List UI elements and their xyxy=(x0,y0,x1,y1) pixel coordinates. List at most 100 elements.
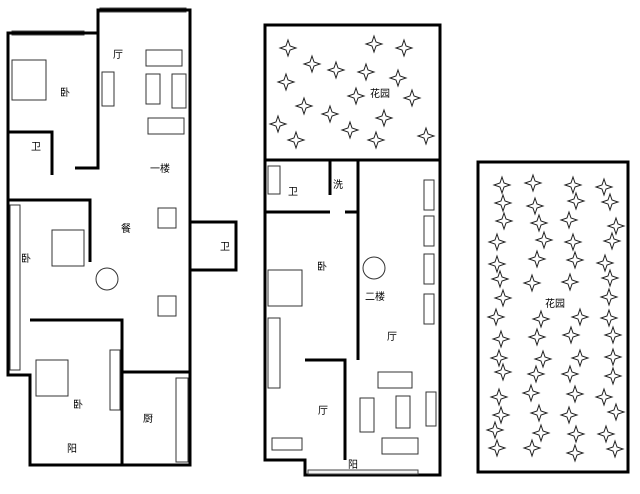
room-label-bedroom: 卧 xyxy=(60,86,70,99)
plant-icon xyxy=(563,232,583,252)
plant-icon xyxy=(485,420,505,440)
room-label-living: 厅 xyxy=(113,50,123,61)
plant-icon xyxy=(570,307,590,327)
plant-icon xyxy=(566,191,586,211)
desk xyxy=(423,215,435,247)
wall xyxy=(305,212,360,460)
coffee-table xyxy=(145,73,161,105)
plant-icon xyxy=(531,423,551,443)
room-label-bath: 卫 xyxy=(220,242,230,253)
plant-icon xyxy=(602,231,622,251)
room-label-garden: 花园 xyxy=(370,87,390,100)
sofa xyxy=(171,73,187,109)
plant-icon xyxy=(491,329,511,349)
sofa xyxy=(147,117,185,135)
wardrobe xyxy=(267,317,281,389)
sofa xyxy=(381,437,419,455)
plant-icon xyxy=(559,210,579,230)
room-label-wash: 洗 xyxy=(333,179,343,191)
room-label-balcony: 阳 xyxy=(348,459,358,471)
plant-icon xyxy=(388,68,408,88)
bed xyxy=(51,229,85,267)
garden-border xyxy=(476,160,630,474)
wall xyxy=(75,10,100,170)
plant-icon xyxy=(326,60,346,80)
plant-icon xyxy=(364,34,384,54)
coffee-table xyxy=(395,395,411,429)
plant-icon xyxy=(489,387,509,407)
dining-table xyxy=(157,295,177,317)
tv-cabinet xyxy=(101,71,115,107)
plant-icon xyxy=(416,126,436,146)
wall xyxy=(8,198,92,262)
plant-icon xyxy=(320,104,340,124)
plant-icon xyxy=(565,384,585,404)
plant-icon xyxy=(302,54,322,74)
kitchen-counter xyxy=(175,377,189,463)
plant-icon xyxy=(570,348,590,368)
plant-icon xyxy=(374,108,394,128)
plant-icon xyxy=(521,383,541,403)
plant-icon xyxy=(523,173,543,193)
dining-table xyxy=(157,207,177,229)
bed xyxy=(11,59,47,101)
plant-icon xyxy=(529,213,549,233)
plant-icon xyxy=(340,120,360,140)
sofa xyxy=(377,371,413,389)
floor-2-outer-wall xyxy=(263,160,442,477)
plant-icon xyxy=(394,38,414,58)
plant-icon xyxy=(490,269,510,289)
room-label-balcony: 阳 xyxy=(67,443,77,455)
plant-icon xyxy=(600,268,620,288)
plant-icon xyxy=(565,443,585,463)
garden-plot: 花园 xyxy=(476,160,630,474)
floor-title: 一楼 xyxy=(150,162,170,175)
plant-icon xyxy=(486,307,506,327)
room-label-bedroom: 卧 xyxy=(73,398,83,411)
plant-icon xyxy=(529,403,549,423)
plant-icon xyxy=(531,309,551,329)
room-label-bedroom: 卧 xyxy=(317,260,327,273)
floor-1-plan: 厅 卧 卫 一楼 餐 卫 卧 卧 阳 厨 xyxy=(6,7,238,467)
floor-2-plan: 花园 卫 洗 卧 二楼 厅 厅 阳 xyxy=(263,23,442,477)
plant-icon xyxy=(606,402,626,422)
staircase xyxy=(95,267,119,291)
plant-icon xyxy=(278,38,298,58)
bed xyxy=(267,269,303,307)
room-label-bedroom: 卧 xyxy=(21,252,31,265)
plant-icon xyxy=(599,308,619,328)
plant-icon xyxy=(356,62,376,82)
plant-icon xyxy=(527,327,547,347)
plant-icon xyxy=(286,130,306,150)
plant-icon xyxy=(606,216,626,236)
garden-wall xyxy=(263,23,442,162)
plant-icon xyxy=(493,362,513,382)
plant-icon xyxy=(487,232,507,252)
plant-icon xyxy=(600,192,620,212)
plant-icon xyxy=(489,348,509,368)
plant-icon xyxy=(603,325,623,345)
wardrobe xyxy=(9,204,21,371)
room-label-hall: 厅 xyxy=(387,332,397,343)
plant-icon xyxy=(294,96,314,116)
plant-icon xyxy=(522,273,542,293)
room-label-kitchen: 厨 xyxy=(143,413,153,425)
plant-icon xyxy=(565,250,585,270)
plant-icon xyxy=(493,193,513,213)
plant-icon xyxy=(494,211,514,231)
desk xyxy=(423,253,435,285)
plant-icon xyxy=(595,253,615,273)
plant-icon xyxy=(603,366,623,386)
sofa xyxy=(359,397,375,433)
garden-label: 花园 xyxy=(545,297,565,310)
wall xyxy=(8,130,54,175)
plant-icon xyxy=(594,177,614,197)
plant-icon xyxy=(492,175,512,195)
wardrobe xyxy=(109,349,121,411)
plant-icon xyxy=(560,272,580,292)
plant-icon xyxy=(559,405,579,425)
plant-icon xyxy=(493,288,513,308)
floor-title: 二楼 xyxy=(365,290,385,303)
bathtub xyxy=(267,165,281,195)
